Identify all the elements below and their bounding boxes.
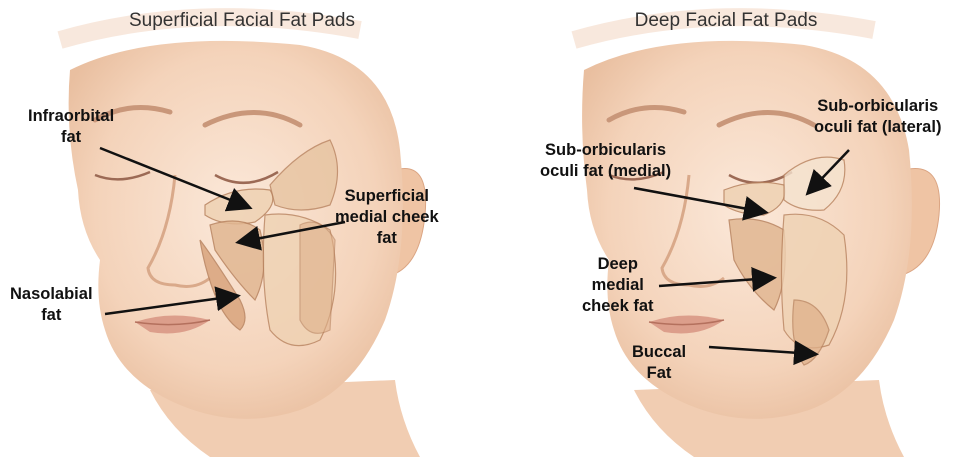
label-line: Superficial [335, 186, 439, 207]
label-line: Buccal [632, 342, 686, 363]
label-line: Infraorbital [28, 106, 114, 127]
label-line: medial [582, 275, 654, 296]
label-line: oculi fat (medial) [540, 161, 671, 182]
deep-medial-cheek-label: Deep medial cheek fat [582, 254, 654, 317]
label-line: Nasolabial [10, 284, 93, 305]
superficial-fat-pads-panel: Superficial Facial Fat Pads Infraorbital… [0, 0, 484, 457]
deep-fat-pads-panel: Deep Facial Fat Pads Sub-orbicularis ocu… [484, 0, 968, 457]
superficial-medial-cheek-fat-label: Superficial medial cheek fat [335, 186, 439, 249]
soof-lateral-label: Sub-orbicularis oculi fat (lateral) [814, 96, 941, 138]
buccal-fat-label: Buccal Fat [632, 342, 686, 384]
deep-panel-title: Deep Facial Fat Pads [484, 10, 968, 32]
label-line: fat [28, 127, 114, 148]
label-line: fat [335, 228, 439, 249]
label-line: medial cheek [335, 207, 439, 228]
label-line: Fat [632, 363, 686, 384]
nasolabial-fat-label: Nasolabial fat [10, 284, 93, 326]
label-line: fat [10, 305, 93, 326]
label-line: oculi fat (lateral) [814, 117, 941, 138]
label-line: Sub-orbicularis [814, 96, 941, 117]
label-line: Deep [582, 254, 654, 275]
soof-medial-label: Sub-orbicularis oculi fat (medial) [540, 140, 671, 182]
label-line: Sub-orbicularis [540, 140, 671, 161]
superficial-panel-title: Superficial Facial Fat Pads [0, 10, 484, 32]
deep-face-illustration [484, 0, 968, 457]
infraorbital-fat-label: Infraorbital fat [28, 106, 114, 148]
label-line: cheek fat [582, 296, 654, 317]
